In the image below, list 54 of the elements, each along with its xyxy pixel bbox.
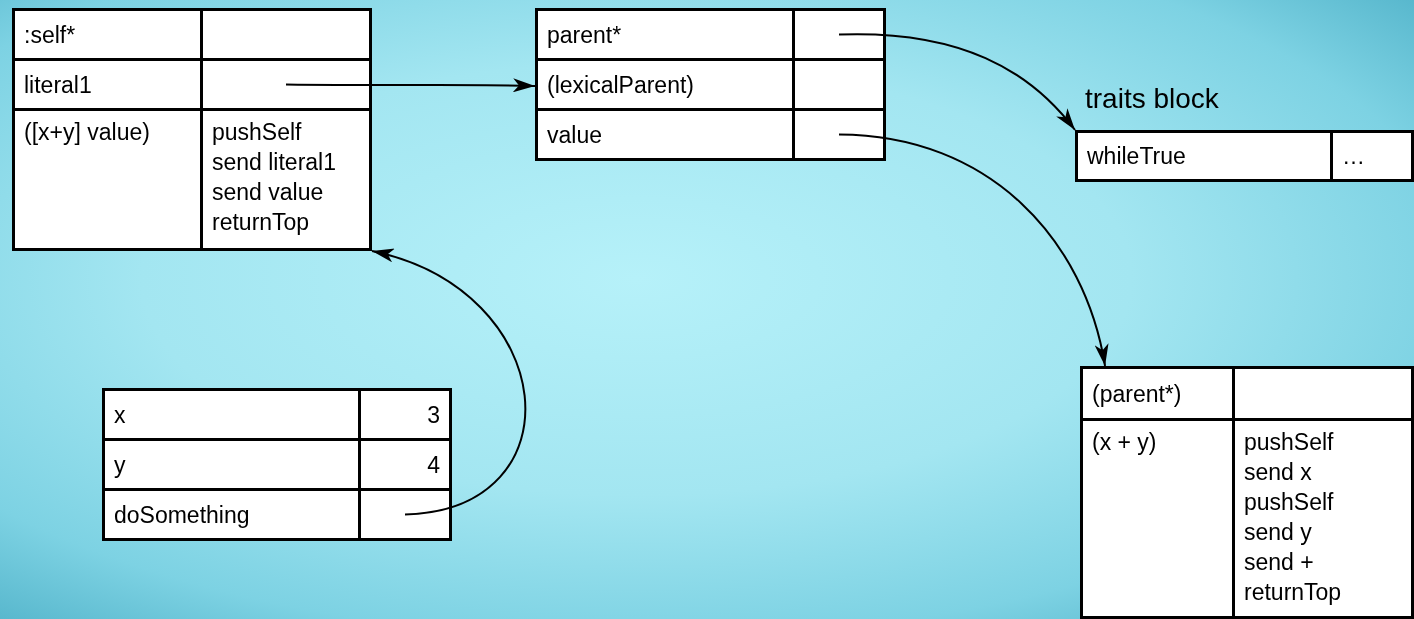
arrow [838,33,1076,131]
empty-cell [795,11,883,58]
cell-text: send x [1244,458,1312,487]
cell-text: returnTop [212,208,310,237]
cell-text: x [114,400,126,430]
table-cell [538,61,792,108]
cell-text: send y [1244,518,1312,547]
empty-cell [361,491,449,538]
cell-text: pushSelf [1244,488,1334,517]
cell-text: parent* [547,20,622,50]
table-cell [15,61,200,108]
cell-text: 4 [427,450,440,480]
cell-text: doSomething [114,500,250,530]
table-cell [203,111,369,248]
cell-text: pushSelf [1244,428,1334,457]
cell-text: ([x+y] value) [24,118,150,147]
arrow [838,133,1108,367]
arrow [371,250,526,516]
cell-text: … [1342,142,1365,171]
cell-text: send value [212,178,324,207]
table-cell [361,441,449,488]
cell-text: literal1 [24,70,92,100]
cell-text: (x + y) [1092,428,1157,457]
cell-text: :self* [24,20,76,50]
table-cell [538,11,792,58]
table-cell [1083,369,1232,418]
cell-text: send literal1 [212,148,337,177]
table-cell [538,111,792,158]
table-cell [1083,421,1232,616]
table-cell [15,11,200,58]
empty-cell [795,61,883,108]
table-cell [1078,133,1330,179]
empty-cell [1235,369,1411,418]
block-heading: traits block [1085,82,1219,116]
cell-text: value [547,120,602,150]
table-cell [105,441,358,488]
empty-cell [795,111,883,158]
table-cell [361,391,449,438]
cell-text: 3 [427,400,440,430]
empty-cell [203,61,369,108]
table-cell [1333,133,1411,179]
table-cell [105,491,358,538]
cell-text: y [114,450,126,480]
cell-text: pushSelf [212,118,302,147]
cell-text: returnTop [1244,578,1342,607]
table-cell [1235,421,1411,616]
table-cell [105,391,358,438]
cell-text: send + [1244,548,1314,577]
cell-text: (lexicalParent) [547,70,694,100]
cell-text: whileTrue [1087,142,1186,171]
arrow [285,78,536,93]
table-cell [15,111,200,248]
empty-cell [203,11,369,58]
cell-text: (parent*) [1092,379,1182,409]
